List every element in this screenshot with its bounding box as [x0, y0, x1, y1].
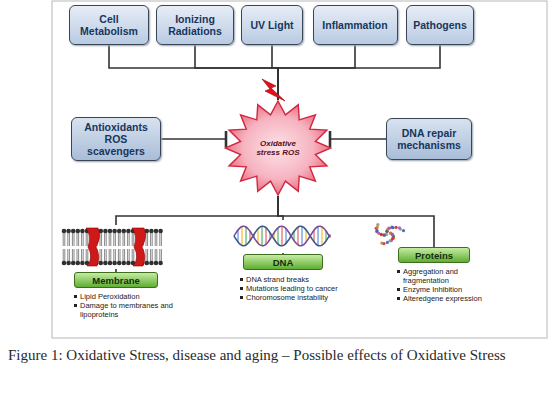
cause-box: Pathogens: [406, 5, 474, 45]
bullet-note: Lipid Peroxidation: [74, 292, 178, 301]
frame-border: [52, 1, 547, 338]
bullet-note: Damage to membranes and lipoproteins: [74, 301, 178, 319]
connector-line: [161, 138, 226, 140]
defense-box: Antioxidants ROS scavengers: [71, 117, 161, 161]
cause-box: UV Light: [241, 5, 303, 45]
target-box: Proteins: [398, 247, 470, 263]
lipid-bilayer: [62, 228, 163, 266]
connector-line: [330, 138, 386, 140]
node-text: Pathogens: [413, 19, 467, 31]
membrane-backdrop: [60, 225, 168, 269]
bullet-note: Choromosome instability: [240, 293, 364, 302]
dna-backdrop: [228, 220, 334, 253]
stress-star: Oxidative stress ROS: [224, 100, 332, 196]
target-box: DNA: [243, 254, 323, 270]
connector-line: [278, 45, 355, 100]
connector-line: [195, 45, 278, 100]
cause-box: Cell Metabolism: [69, 5, 149, 45]
node-text: DNA repair mechanisms: [392, 127, 466, 151]
bullet-note: DNA strand breaks: [240, 275, 364, 284]
node-text: Oxidative stress ROS: [255, 139, 301, 157]
node-text: Antioxidants ROS scavengers: [77, 121, 155, 157]
lightning-bolt: [262, 79, 285, 101]
figure-caption: Figure 1: Oxidative Stress, disease and …: [8, 346, 548, 365]
defense-box: DNA repair mechanisms: [386, 118, 472, 160]
node-text: Ionizing Radiations: [162, 13, 228, 37]
node-text: Membrane: [92, 275, 140, 286]
bullet-note: Mutations leading to cancer: [240, 284, 364, 293]
node-text: DNA: [273, 257, 294, 268]
node-text: UV Light: [250, 19, 293, 31]
cause-box: Ionizing Radiations: [156, 5, 234, 45]
bullet-note: Alteredgene expression: [397, 294, 493, 303]
bullet-note: Enzyme Inhibition: [397, 285, 493, 294]
protein-backdrop: [366, 218, 410, 248]
node-text: Cell Metabolism: [75, 13, 143, 37]
protein-structure: [375, 223, 405, 245]
cause-box: Inflammation: [313, 5, 398, 45]
node-text: Inflammation: [322, 19, 387, 31]
connector-line: [278, 45, 440, 100]
connector-line: [109, 45, 278, 100]
bullet-note: Aggregation and fragmentation: [397, 267, 493, 285]
target-box: Membrane: [74, 272, 158, 288]
dna-helix: [234, 226, 330, 246]
node-text: Proteins: [415, 250, 453, 261]
